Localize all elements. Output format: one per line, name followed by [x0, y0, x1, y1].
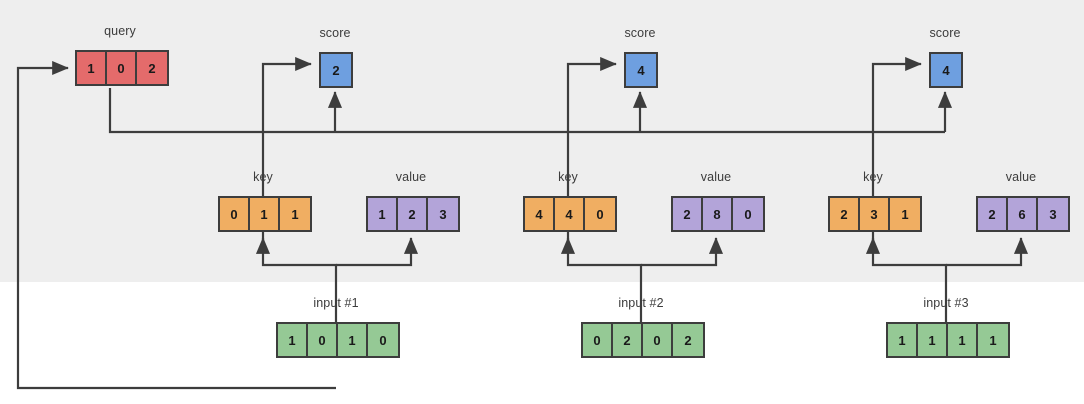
input-cell: 0: [643, 324, 673, 356]
value-cell: 1: [368, 198, 398, 230]
input-cell: 2: [673, 324, 703, 356]
key-cell: 1: [250, 198, 280, 230]
value-vector-3: 2 6 3: [976, 196, 1070, 232]
key-label-1: key: [253, 170, 273, 184]
input-cell: 1: [918, 324, 948, 356]
score-vector-1: 2: [319, 52, 353, 88]
score-cell: 2: [321, 54, 351, 86]
key-label-2: key: [558, 170, 578, 184]
key-cell: 3: [860, 198, 890, 230]
input-vector-2: 0 2 0 2: [581, 322, 705, 358]
score-cell: 4: [626, 54, 656, 86]
key-cell: 2: [830, 198, 860, 230]
input-cell: 1: [978, 324, 1008, 356]
input-vector-3: 1 1 1 1: [886, 322, 1010, 358]
score-vector-2: 4: [624, 52, 658, 88]
value-label-1: value: [395, 170, 427, 184]
input-cell: 0: [583, 324, 613, 356]
key-vector-1: 0 1 1: [218, 196, 312, 232]
score-label-2: score: [624, 26, 656, 40]
key-label-3: key: [863, 170, 883, 184]
query-cell: 1: [77, 52, 107, 84]
key-cell: 0: [220, 198, 250, 230]
key-cell: 4: [555, 198, 585, 230]
input-cell: 0: [308, 324, 338, 356]
score-label-1: score: [319, 26, 351, 40]
value-cell: 0: [733, 198, 763, 230]
upper-band-background: [0, 0, 1084, 282]
value-cell: 2: [673, 198, 703, 230]
value-cell: 2: [398, 198, 428, 230]
value-cell: 8: [703, 198, 733, 230]
key-cell: 1: [890, 198, 920, 230]
key-vector-2: 4 4 0: [523, 196, 617, 232]
value-cell: 6: [1008, 198, 1038, 230]
score-cell: 4: [931, 54, 961, 86]
query-label: query: [104, 24, 136, 38]
input-cell: 1: [888, 324, 918, 356]
input-vector-1: 1 0 1 0: [276, 322, 400, 358]
query-cell: 2: [137, 52, 167, 84]
query-vector: 1 0 2: [75, 50, 169, 86]
value-cell: 3: [428, 198, 458, 230]
input-cell: 1: [948, 324, 978, 356]
value-vector-2: 2 8 0: [671, 196, 765, 232]
value-cell: 2: [978, 198, 1008, 230]
input-cell: 2: [613, 324, 643, 356]
key-cell: 1: [280, 198, 310, 230]
key-cell: 4: [525, 198, 555, 230]
score-label-3: score: [929, 26, 961, 40]
value-cell: 3: [1038, 198, 1068, 230]
value-label-3: value: [1005, 170, 1037, 184]
input-cell: 0: [368, 324, 398, 356]
input-cell: 1: [338, 324, 368, 356]
value-label-2: value: [700, 170, 732, 184]
score-vector-3: 4: [929, 52, 963, 88]
key-vector-3: 2 3 1: [828, 196, 922, 232]
key-cell: 0: [585, 198, 615, 230]
input-cell: 1: [278, 324, 308, 356]
input-label-2: input #2: [618, 296, 664, 310]
query-cell: 0: [107, 52, 137, 84]
input-label-3: input #3: [923, 296, 969, 310]
input-label-1: input #1: [313, 296, 359, 310]
value-vector-1: 1 2 3: [366, 196, 460, 232]
